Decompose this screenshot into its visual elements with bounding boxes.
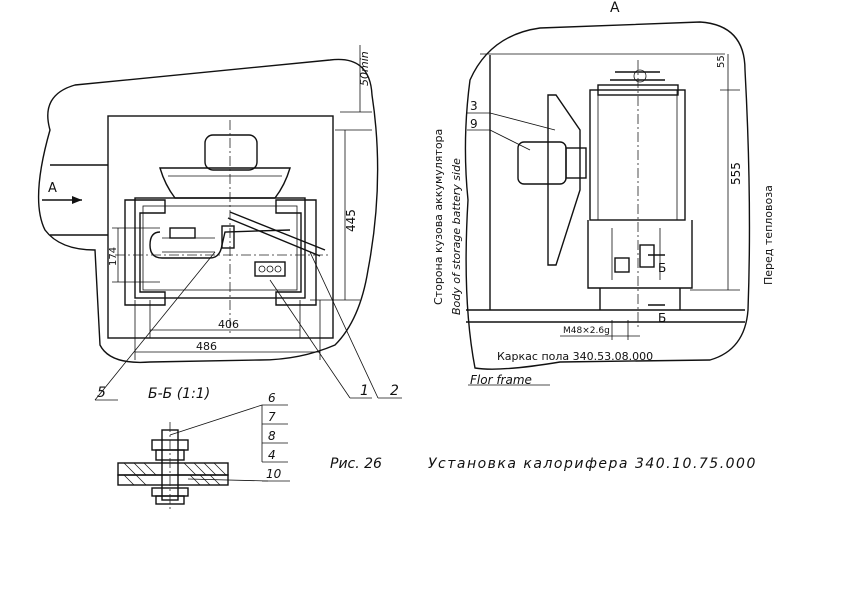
- fan-bell: [159, 167, 291, 199]
- item-10: 10: [266, 467, 282, 481]
- fan-disc: [547, 94, 581, 266]
- dim-445: 445: [344, 209, 358, 232]
- bolt-label: М48×2.6g: [563, 326, 610, 336]
- section-bb-title: Б-Б (1:1): [148, 386, 210, 402]
- dim-55: 55: [716, 55, 727, 68]
- item-7: 7: [268, 410, 276, 424]
- item-6: 6: [268, 391, 276, 405]
- front-label-ru: Перед тепловоза: [762, 185, 775, 285]
- section-mark-b-bottom: Б: [658, 311, 666, 325]
- floor-frame-en: Flor frame: [470, 373, 532, 387]
- caption-title: Установка калорифера 340.10.75.000: [428, 456, 757, 472]
- heater-body: [589, 89, 686, 221]
- callout-2: 2: [390, 383, 399, 399]
- heater-piping: [149, 229, 291, 259]
- mounting-frame: [107, 115, 334, 339]
- figure-caption: Рис. 26 Установка калорифера 340.10.75.0…: [330, 456, 757, 472]
- section-bb: Б-Б (1:1) 6 7 8 4 10: [117, 386, 290, 512]
- view-a: А 55 555 3 9 Б Б М48×2.6g Сторона кузова…: [432, 0, 775, 387]
- view-a-title: А: [610, 0, 620, 16]
- dim-174: 174: [108, 247, 119, 266]
- dim-486: 486: [196, 340, 217, 353]
- caption-figure: Рис. 26: [330, 456, 382, 472]
- dim-555: 555: [729, 162, 743, 185]
- view-a-break-outline: [464, 21, 751, 370]
- view-a-arrow-label: А: [48, 181, 57, 196]
- callout-5: 5: [97, 385, 106, 401]
- callout-3: 3: [470, 99, 478, 113]
- section-mark-b-top: Б: [658, 261, 666, 275]
- side-label-en: Body of storage battery side: [450, 158, 463, 315]
- item-8: 8: [268, 429, 276, 443]
- callout-9: 9: [470, 117, 478, 131]
- item-4: 4: [268, 448, 276, 462]
- plan-break-outline: [37, 58, 379, 364]
- dim-50min: 50min: [358, 51, 371, 86]
- side-label-ru: Сторона кузова аккумулятора: [432, 129, 445, 305]
- plan-view: А 445 50min 174 406 486 5 1 2: [37, 45, 402, 401]
- motor-side: [517, 141, 567, 185]
- dim-406: 406: [218, 318, 239, 331]
- floor-frame-ru: Каркас пола 340.53.08.000: [497, 350, 653, 363]
- motor-plan: [204, 134, 258, 171]
- callout-1: 1: [360, 383, 369, 399]
